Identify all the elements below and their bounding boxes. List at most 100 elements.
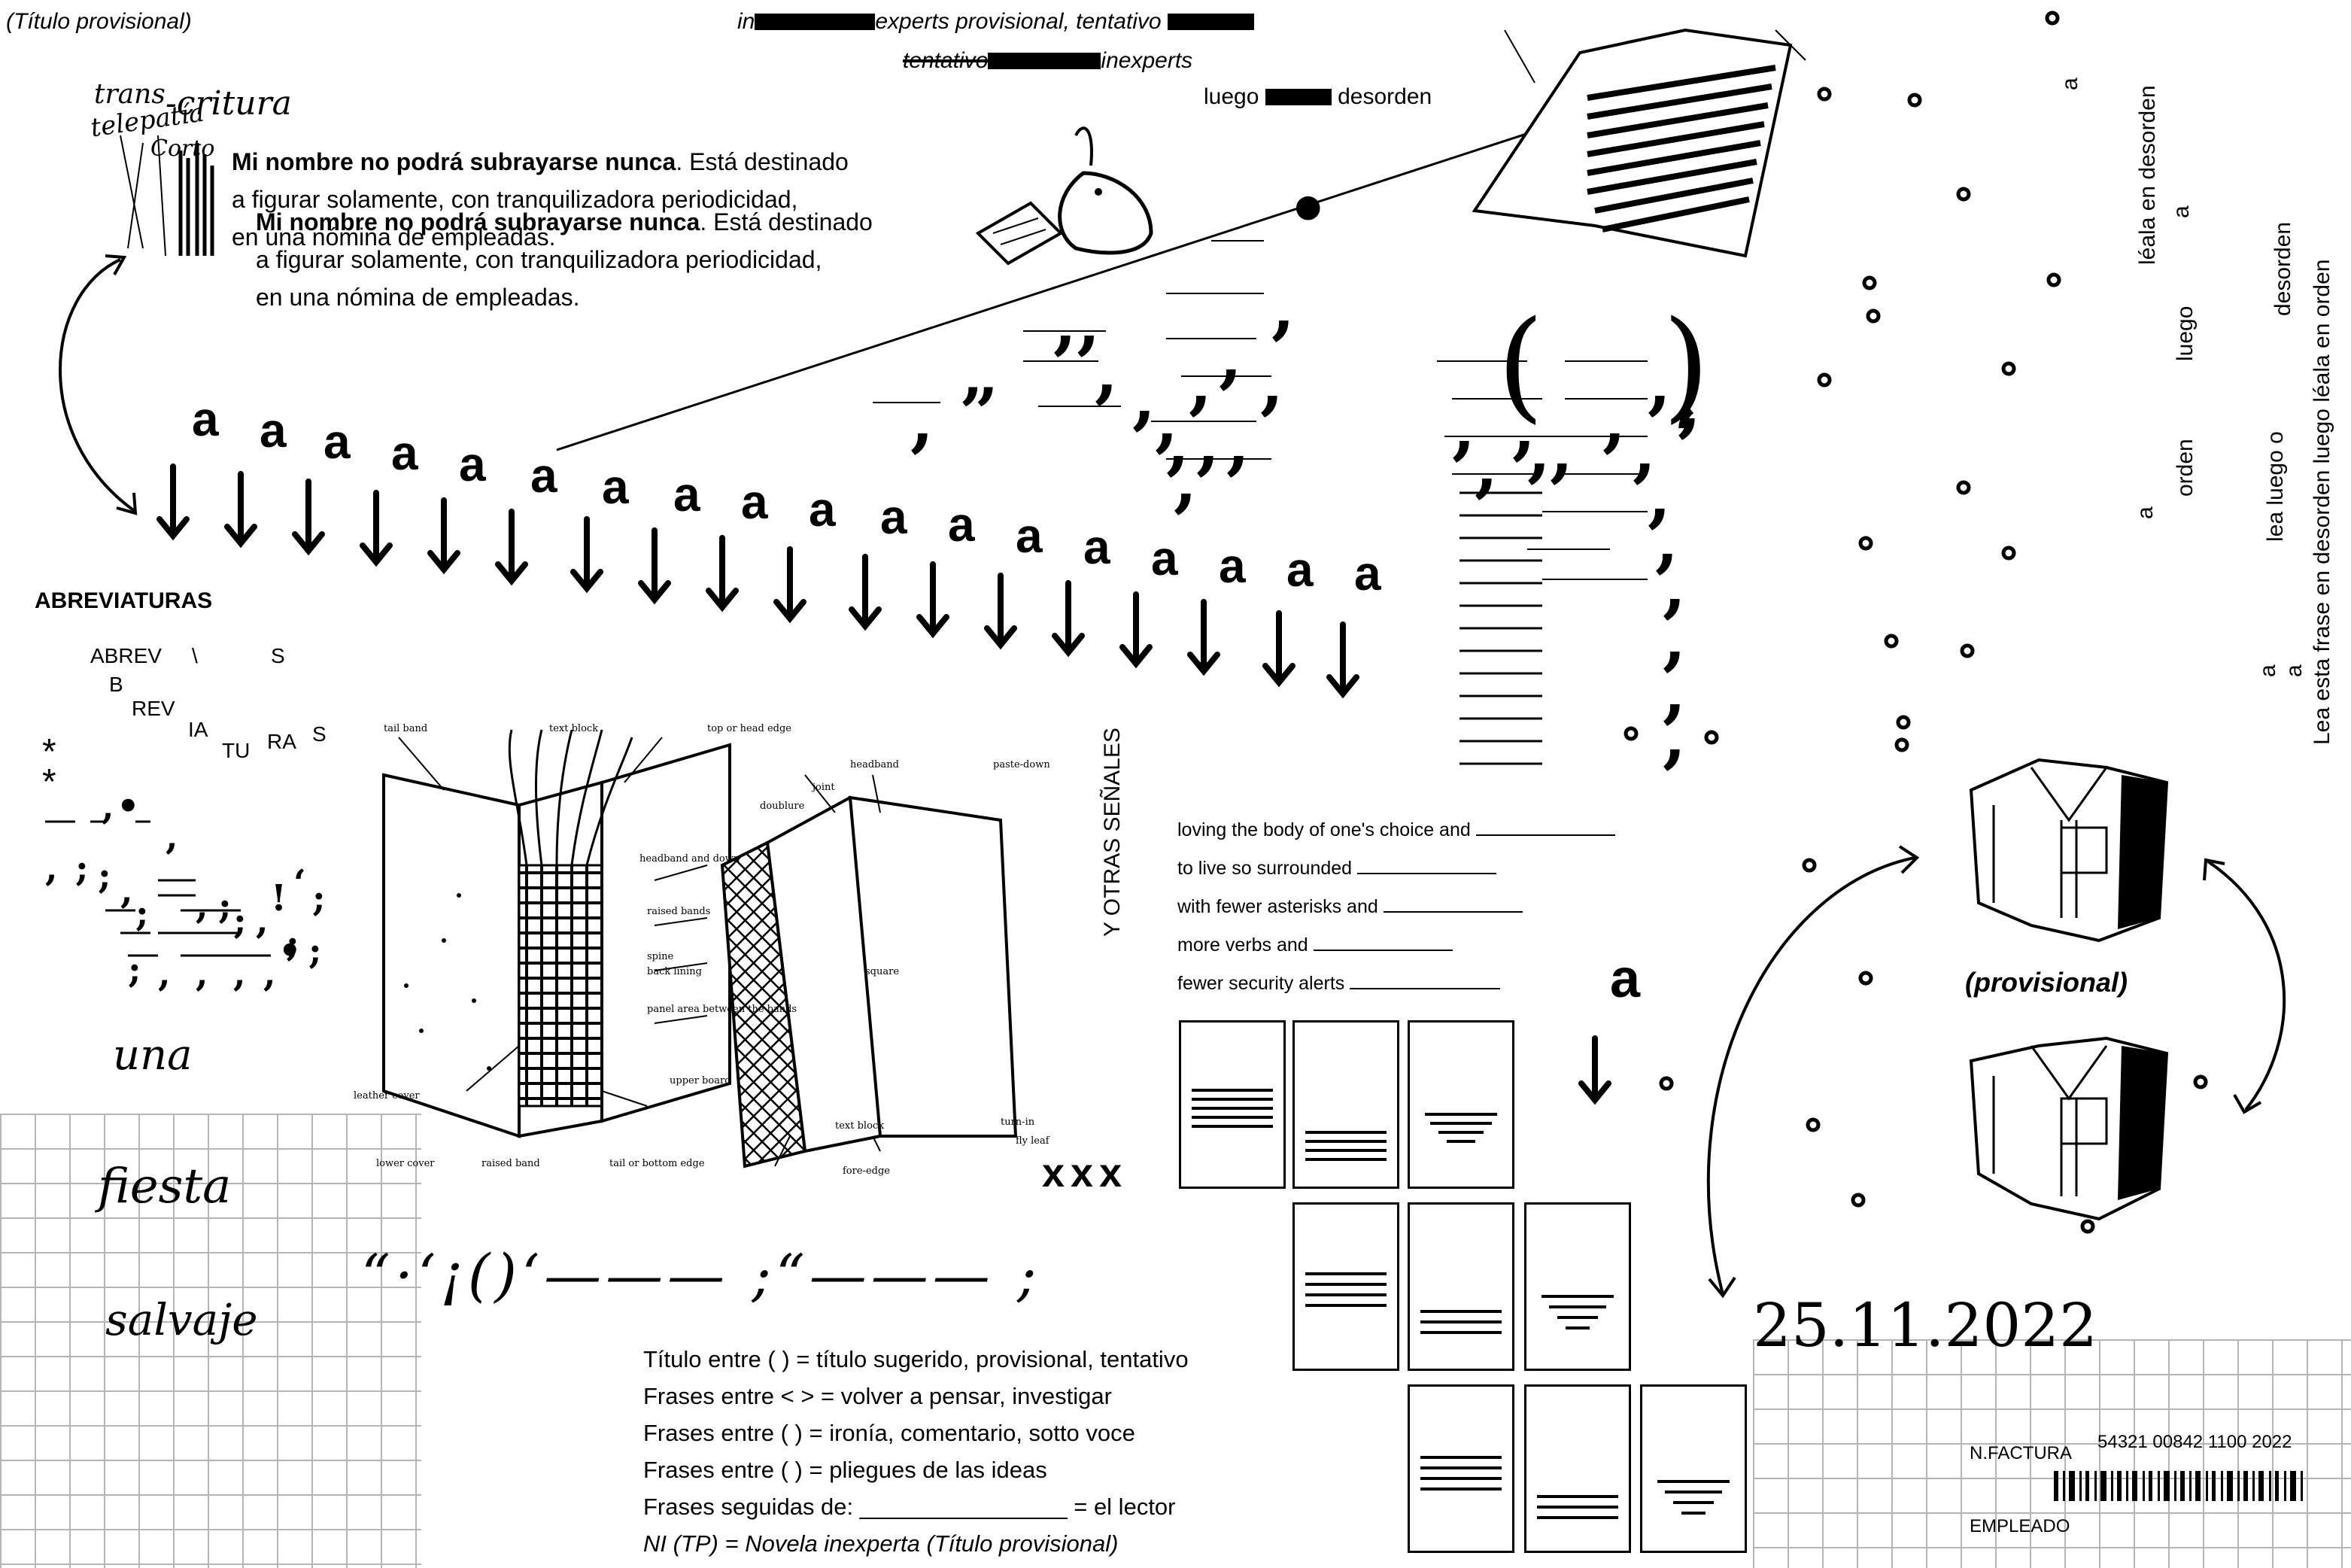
top-left-title: (Título provisional): [6, 9, 192, 34]
page-thumbnail: [1408, 1202, 1514, 1371]
letter-a: a: [391, 426, 418, 480]
diagram-label: back lining: [647, 966, 702, 977]
diagram-label: headband: [850, 759, 899, 770]
letter-a: a: [602, 460, 629, 514]
svg-text:,: ,: [233, 953, 246, 995]
svg-text:,: ,: [1452, 388, 1475, 468]
page-thumbnail: [1408, 1384, 1514, 1553]
paragraph-main: Mi nombre no podrá subrayarse nunca. Est…: [232, 143, 849, 256]
svg-text:•: •: [1286, 170, 1330, 250]
svg-text:,: ,: [1095, 332, 1118, 412]
letter-a: a: [741, 475, 768, 529]
diagram-label: joint: [811, 782, 835, 793]
svg-text:•: •: [117, 786, 140, 828]
diagram-label: headband and down: [639, 853, 740, 865]
redacted-line-2: tentativo inexperts: [903, 48, 1192, 74]
diagram-label: tail band: [384, 723, 427, 734]
letter-a: a: [948, 497, 975, 552]
handwritten-trans: trans: [94, 79, 166, 110]
svg-text:,: ,: [166, 816, 178, 858]
legend-line: Frases entre ( ) = ironía, comentario, s…: [643, 1420, 1135, 1446]
redaction-bar: [1167, 13, 1254, 30]
svg-text:;: ;: [308, 930, 322, 972]
fill-in-line: to live so surrounded: [1177, 849, 1615, 888]
svg-text:,: ,: [102, 786, 114, 828]
comma-lines-cluster: ,” ,,, ,, ,, ,, ,, ,, • ,, ,, ,, ,, ,, ,…: [873, 170, 1709, 776]
redacted-line-3: luego desorden: [1204, 84, 1432, 110]
redacted-line-2-start: tentativo: [903, 48, 989, 73]
svg-text:,: ,: [1155, 381, 1178, 460]
svg-text:;: ;: [98, 855, 111, 897]
svg-text:,: ,: [1633, 411, 1656, 491]
diagram-label: turn-in: [1001, 1117, 1035, 1128]
svg-text:,: ,: [1663, 546, 1686, 626]
diagram-label: raised band: [481, 1158, 540, 1169]
grid-patch-bottom-right: [1753, 1339, 2351, 1568]
fill-in-line: fewer security alerts: [1177, 965, 1615, 1003]
page-thumbnail: [1179, 1020, 1286, 1189]
diagram-label: spine: [647, 951, 674, 962]
open-book-illustration: [1472, 28, 1806, 258]
legend-block: Título entre ( ) = título sugerido, prov…: [643, 1341, 1189, 1562]
diagram-label: doublure: [760, 801, 805, 812]
svg-text:,: ,: [1226, 403, 1250, 483]
svg-text:,,: ,,: [1053, 283, 1101, 363]
paragraph-echo-bold: Mi nombre no podrá subrayarse nunca: [256, 208, 700, 236]
blank-line: [1357, 873, 1497, 874]
invoice-barcode: [2054, 1471, 2303, 1501]
paragraph-line-3: en una nómina de empleadas.: [232, 223, 556, 251]
invoice-number: 54321 00842 1100 2022: [2097, 1432, 2292, 1452]
diagram-label: fly leaf: [1016, 1135, 1050, 1147]
invoice-employee: EMPLEADO: [1970, 1516, 2070, 1536]
legend-line: Título entre ( ) = título sugerido, prov…: [643, 1346, 1189, 1372]
punctuation-line: “·‘¡()‘——— ;“——— ;: [361, 1241, 1041, 1308]
diagram-label: tail or bottom edge: [609, 1158, 705, 1169]
diagram-label: square: [865, 966, 899, 977]
svg-text:;: ;: [135, 892, 149, 934]
letter-a: a: [1151, 531, 1178, 585]
redaction-bar: [988, 52, 1101, 69]
page-thumbnail: [1524, 1202, 1631, 1371]
curved-double-arrow-left: [59, 254, 138, 515]
letter-a: a: [809, 482, 836, 536]
book-fold-diagram-bottom: [1969, 1036, 2169, 1221]
letter-a: a: [192, 392, 219, 446]
blank-line: [1475, 834, 1615, 836]
svg-text:,: ,: [1132, 358, 1156, 438]
svg-text:,: ,: [196, 953, 208, 995]
svg-text:;: ;: [286, 922, 299, 965]
svg-text:): ): [1663, 294, 1709, 435]
blank-line: [1350, 988, 1501, 989]
svg-text:;: ;: [75, 847, 89, 889]
blank-line: [1383, 911, 1523, 913]
letter-a: a: [530, 448, 557, 503]
handwritten-date: 25.11.2022: [1753, 1290, 2098, 1360]
svg-text:,: ,: [263, 953, 276, 995]
provisional-label: (provisional): [1965, 967, 2128, 998]
svg-text:,: ,: [1648, 456, 1671, 536]
page-thumbnail: [1408, 1020, 1514, 1189]
svg-text:‘: ‘: [1674, 396, 1697, 476]
page-thumbnail: [1292, 1020, 1399, 1189]
svg-text:,: ,: [1655, 501, 1678, 581]
abrev-fragment: TU: [222, 739, 251, 762]
diagram-label: upper board: [670, 1075, 731, 1086]
letter-a: a: [673, 467, 700, 521]
svg-text:,: ,: [1527, 411, 1551, 491]
svg-text:(: (: [1497, 294, 1544, 435]
redacted-line-2-end: inexperts: [1101, 48, 1193, 73]
barcode-scribble: [120, 135, 214, 257]
svg-text:,: ,: [1550, 411, 1573, 491]
svg-text:,: ,: [1663, 697, 1686, 776]
abrev-fragment: ABREV: [90, 644, 162, 667]
svg-text:;: ;: [233, 900, 247, 942]
svg-text:,: ,: [1678, 366, 1701, 445]
svg-text:,: ,: [1475, 426, 1498, 506]
abrev-fragment: B: [109, 673, 123, 696]
letter-a: a: [1016, 509, 1043, 563]
svg-text:”: ”: [959, 373, 998, 453]
fill-in-line: with fewer asterisks and: [1177, 888, 1615, 926]
